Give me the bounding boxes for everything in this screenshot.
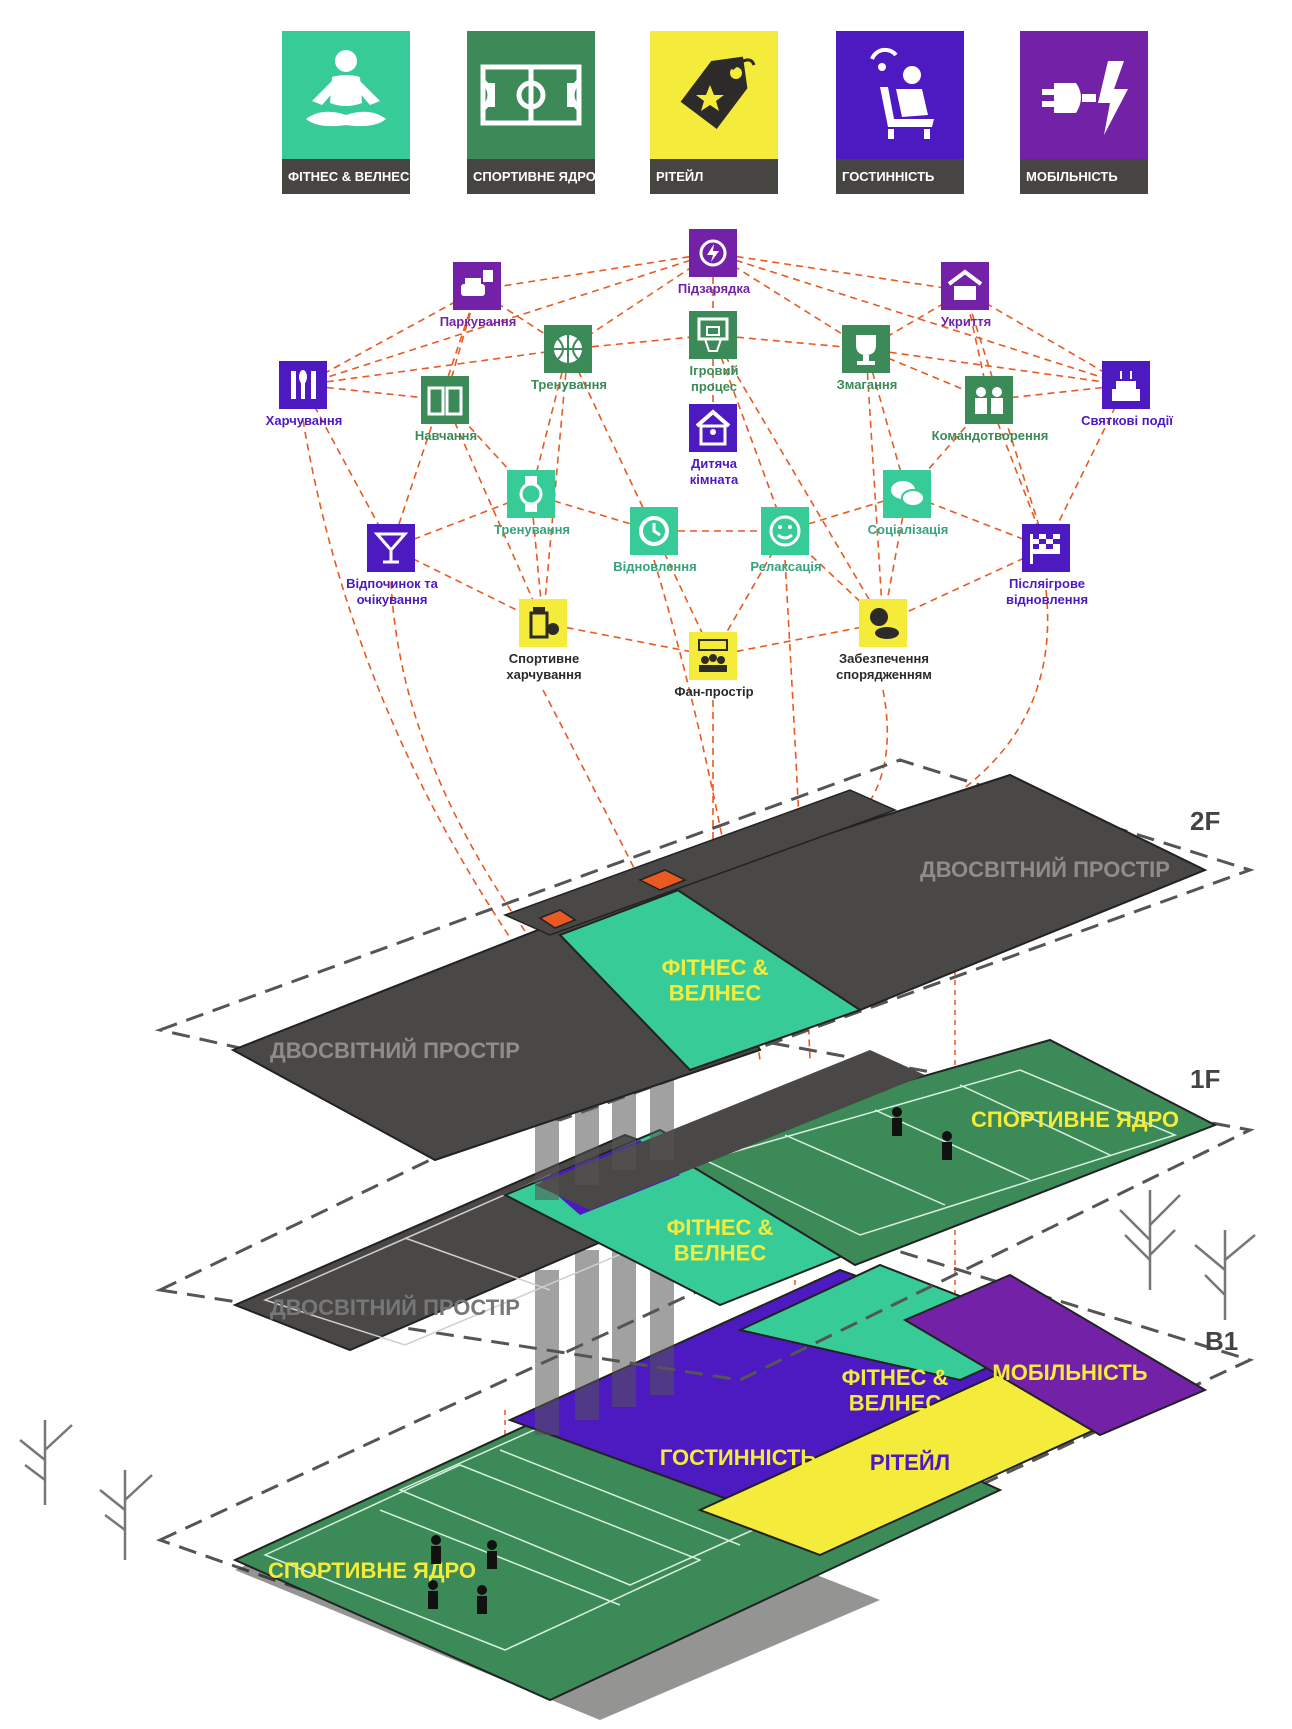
cocktail-icon: [373, 532, 409, 564]
cutlery-icon: [291, 370, 316, 399]
b1-retail-label: РІТЕЙЛ: [870, 1450, 950, 1475]
b1-mobility-area: [902, 1273, 1208, 1437]
b1-floor-label: B1: [1205, 1326, 1238, 1356]
supplements-icon: [529, 607, 559, 639]
2f-corridor: [502, 789, 898, 936]
armchair-icon: [870, 47, 934, 139]
node-label: Забезпечення спорядженням: [836, 651, 932, 682]
b1-sport-label: СПОРТИВНЕ ЯДРО: [268, 1558, 476, 1583]
node-label: Дитяча кімната: [689, 456, 739, 487]
tree-icon: [19, 1190, 1256, 1560]
2f-double-right-label: ДВОСВІТНИЙ ПРОСТІР: [920, 857, 1170, 882]
1f-fitness-label: ФІТНЕС &ВЕЛНЕС: [667, 1215, 774, 1265]
node-label: Тренування: [493, 522, 571, 537]
book-icon: [427, 386, 463, 416]
node-label: Післяігрове відновлення: [1005, 576, 1089, 607]
sport-tile: [467, 31, 595, 159]
team-icon: [975, 387, 1003, 414]
price-tag-icon: [680, 56, 756, 129]
2f-double-left-label: ДВОСВІТНИЙ ПРОСТІР: [270, 1038, 520, 1063]
zone-label: ГОСТИННІСТЬ: [836, 159, 964, 194]
charging-icon: [699, 239, 727, 267]
hospitality-tile: [836, 31, 964, 159]
node-label: Ігровий процес: [689, 363, 739, 394]
node-label: Підзарядка: [677, 281, 751, 296]
b1-hospitality-label: ГОСТИННІСТЬ: [660, 1445, 817, 1470]
child-house-icon: [695, 409, 731, 446]
chat-icon: [891, 481, 925, 507]
zone-card-mobility: МОБІЛЬНІСТЬ: [1020, 31, 1148, 194]
zone-card-sport: СПОРТИВНЕ ЯДРО: [467, 31, 595, 194]
mobility-tile: [1020, 31, 1148, 159]
node-label: Релаксація: [750, 559, 822, 574]
node-label: Соціалізація: [867, 522, 949, 537]
watch-icon: [519, 476, 543, 512]
node-label: Святкові події: [1081, 413, 1173, 428]
zone-label: МОБІЛЬНІСТЬ: [1020, 159, 1148, 194]
zone-label: ФІТНЕС & ВЕЛНЕС: [282, 159, 410, 194]
node-label: Харчування: [265, 413, 343, 428]
1f-floor-label: 1F: [1190, 1064, 1220, 1094]
node-label: Відпочинок та очікування: [346, 576, 438, 607]
retail-tile: [650, 31, 778, 159]
2f-skylights: [538, 869, 687, 929]
node-label: Паркування: [439, 314, 517, 329]
smile-icon: [769, 515, 801, 547]
ball-equipment-icon: [870, 608, 899, 639]
node-label: Фан-простір: [674, 684, 754, 699]
football-field-icon: [480, 64, 582, 126]
fitness-tile: [282, 31, 410, 159]
zone-card-fitness: ФІТНЕС & ВЕЛНЕС: [282, 31, 410, 194]
zone-label: РІТЕЙЛ: [650, 159, 778, 194]
node-label: Командотворення: [931, 428, 1049, 443]
node-label: Відновлення: [613, 559, 697, 574]
1f-sport-area: [662, 1038, 1218, 1267]
zone-card-retail: РІТЕЙЛ: [650, 31, 778, 194]
basketball-icon: [554, 335, 582, 363]
zone-card-hospitality: ГОСТИННІСТЬ: [836, 31, 964, 194]
b1-fitness-label: ФІТНЕС &ВЕЛНЕС: [842, 1365, 949, 1415]
hoop-icon: [697, 317, 729, 352]
trophy-icon: [856, 335, 876, 365]
player-icons: [428, 1107, 952, 1614]
2f-double-right-area: [667, 773, 1208, 1012]
meditation-icon: [306, 50, 386, 127]
fans-icon: [698, 639, 728, 672]
node-label: Навчання: [414, 428, 478, 443]
node-label: Спортивне харчування: [506, 651, 582, 682]
flag-icon: [1030, 534, 1060, 564]
parking-icon: [461, 270, 493, 296]
1f-double-label: ДВОСВІТНИЙ ПРОСТІР: [270, 1295, 520, 1320]
ev-plug-icon: [1042, 61, 1128, 135]
node-label: Змагання: [836, 377, 898, 392]
1f-sport-label: СПОРТИВНЕ ЯДРО: [971, 1107, 1179, 1132]
recovery-icon: [639, 516, 669, 546]
b1-mobility-label: МОБІЛЬНІСТЬ: [992, 1360, 1147, 1385]
shelter-icon: [947, 269, 983, 300]
2f-fitness-label: ФІТНЕС &ВЕЛНЕС: [662, 955, 769, 1005]
node-label: Тренування: [530, 377, 608, 392]
cake-icon: [1112, 371, 1140, 401]
node-label: Укриття: [940, 314, 992, 329]
floor-b1: ФІТНЕС &ВЕЛНЕС МОБІЛЬНІСТЬ ГОСТИННІСТЬ Р…: [156, 1228, 1255, 1720]
floor-2f: ДВОСВІТНИЙ ПРОСТІР ФІТНЕС &ВЕЛНЕС ДВОСВІ…: [154, 758, 1255, 1162]
zone-label: СПОРТИВНЕ ЯДРО: [467, 159, 595, 194]
2f-floor-label: 2F: [1190, 806, 1220, 836]
